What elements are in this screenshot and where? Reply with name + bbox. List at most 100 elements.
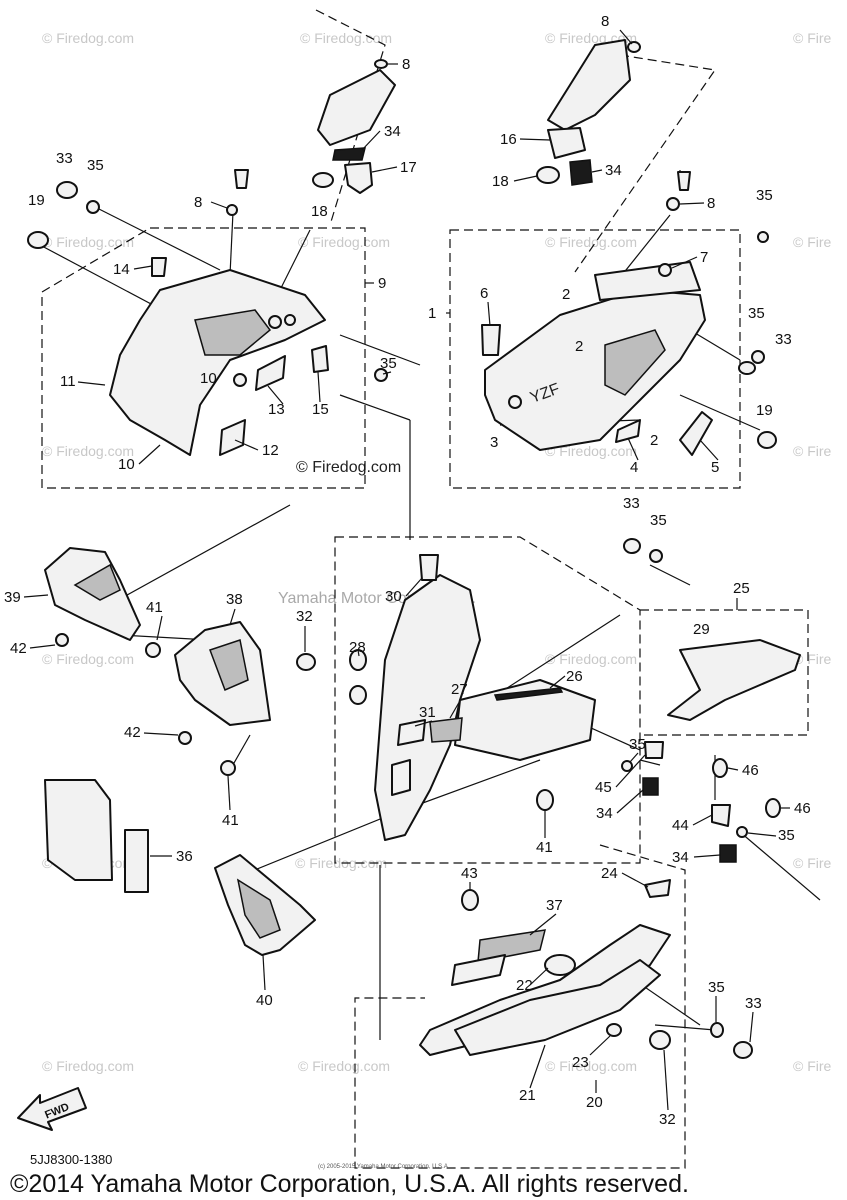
bracket-45: [644, 741, 664, 759]
sponge-36: [124, 829, 149, 893]
washer-35-small: [621, 760, 633, 772]
part-label: 28: [349, 639, 366, 656]
screw-42: [55, 633, 69, 647]
bracket-44: [711, 804, 731, 827]
part-label: 35: [650, 512, 667, 529]
part-label: 10: [118, 456, 135, 473]
watermark-firedog: © Firedog.com: [545, 443, 637, 459]
bracket-inner: [391, 759, 411, 796]
screw-19-right: [757, 431, 777, 449]
watermark-firedog: © Firedog.com: [298, 1058, 390, 1074]
watermark-firedog: © Firedog.com: [42, 443, 134, 459]
part-label: 42: [124, 724, 141, 741]
part-label: 39: [4, 589, 21, 606]
watermark-firedog: © Firedog.com: [300, 30, 392, 46]
part-label: 11: [60, 373, 76, 390]
screw-32: [296, 653, 316, 671]
screw-42-lower: [178, 731, 192, 745]
part-label: 32: [296, 608, 313, 625]
watermark-firedog: © Firedog.com: [545, 234, 637, 250]
watermark-fire: © Fire: [793, 651, 832, 667]
part-label: 18: [311, 203, 328, 220]
part-label: 35: [629, 736, 646, 753]
part-label: 34: [596, 805, 613, 822]
grommet: [268, 315, 282, 329]
frame-group-center: [334, 536, 641, 864]
part-label: 33: [56, 150, 73, 167]
part-label: 19: [756, 402, 773, 419]
bolt-46: [712, 758, 728, 778]
grommet-22: [544, 954, 576, 976]
watermark-firedog: © Firedog.com: [298, 234, 390, 250]
part-label: 32: [659, 1111, 676, 1128]
screw-33-left: [56, 181, 78, 199]
part-label: 33: [623, 495, 640, 512]
part-label: 37: [546, 897, 563, 914]
part-label: 6: [480, 285, 488, 302]
clip-24: [644, 879, 671, 898]
washer-8: [374, 59, 388, 69]
watermark-firedog: © Firedog.com: [42, 651, 134, 667]
cowling-top-lip: [594, 261, 701, 301]
frame-group-25: [640, 609, 809, 736]
grommet-15: [311, 345, 329, 373]
part-label: 16: [500, 131, 517, 148]
stay-bracket-right: [547, 39, 631, 131]
part-label: 14: [113, 261, 130, 278]
sponge-31: [397, 719, 426, 746]
washer-35-right: [736, 826, 748, 838]
part-label: 34: [672, 849, 689, 866]
part-label: 41: [536, 839, 553, 856]
fasteners-left: [27, 181, 388, 382]
frame-group-9: [41, 227, 366, 489]
part-label: 30: [385, 588, 402, 605]
part-label: 29: [693, 621, 710, 638]
screw-33-mid: [623, 538, 641, 554]
washer-35-center: [374, 368, 388, 382]
grommet: [233, 373, 247, 387]
part-label: 9: [378, 275, 386, 292]
part-label: 7: [700, 249, 708, 266]
fasteners-right: [623, 231, 777, 1059]
group-frames: [41, 9, 809, 1169]
part-label: 35: [778, 827, 795, 844]
upper-bracket-right: [536, 39, 641, 186]
under-cowl-panel-21: [454, 959, 661, 1056]
part-label: 41: [146, 599, 163, 616]
part-label: 21: [519, 1087, 536, 1104]
forward-arrow: FWD: [17, 1087, 87, 1131]
tape-13: [255, 355, 286, 391]
watermark-fire: © Fire: [793, 30, 832, 46]
tape-5: [679, 411, 713, 456]
bolt-18: [312, 172, 334, 188]
side-panels-left: [44, 547, 316, 956]
watermark-fire: © Fire: [793, 443, 832, 459]
screw-top-right: [677, 171, 691, 191]
upper-cowling-right: YZF: [481, 171, 713, 456]
screw-41: [145, 642, 161, 658]
washer-8-upper: [666, 197, 680, 211]
tape-4: [615, 419, 641, 443]
under-cowling: [419, 879, 671, 1056]
nut-14: [151, 257, 167, 277]
part-label: 17: [400, 159, 417, 176]
part-label: 45: [595, 779, 612, 796]
upper-cowling-left: [109, 169, 329, 456]
clip-34-right: [569, 159, 593, 186]
part-label: 33: [775, 331, 792, 348]
frame-group-20: [354, 844, 686, 1169]
panel-38-insert: [209, 639, 249, 692]
cowling-duct: [194, 309, 272, 356]
cowling-panel-1: [484, 289, 706, 451]
part-label: 38: [226, 591, 243, 608]
grommet-28b: [349, 685, 367, 705]
copyright-small: (c) 2005-2015 Yamaha Motor Corporation, …: [318, 1164, 450, 1170]
sponge-29: [667, 639, 801, 721]
part-label: 24: [601, 865, 618, 882]
watermark-fire: © Fire: [793, 234, 832, 250]
clip-30: [419, 554, 439, 581]
part-label: 34: [384, 123, 401, 140]
screw-43: [461, 889, 479, 911]
part-label: 43: [461, 865, 478, 882]
watermark-firedog: © Firedog.com: [42, 30, 134, 46]
